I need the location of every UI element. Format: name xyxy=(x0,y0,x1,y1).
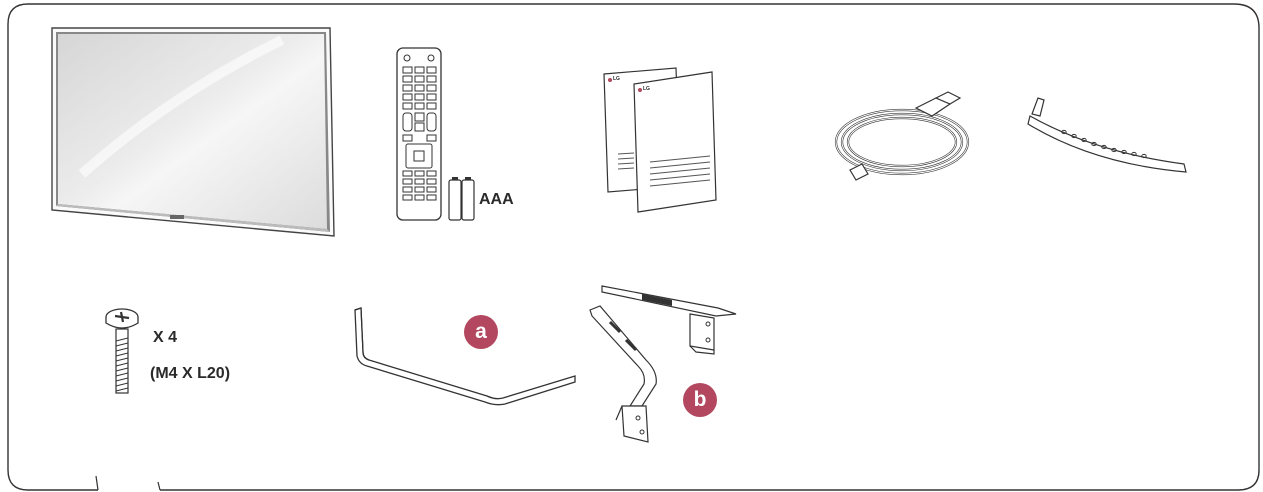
stand-body-icon xyxy=(586,280,746,450)
screw-spec-label: (M4 X L20) xyxy=(150,365,230,383)
remote-control-icon xyxy=(396,47,442,223)
power-cord-icon xyxy=(820,90,990,182)
part-b-badge: b xyxy=(683,383,717,417)
part-a-badge: a xyxy=(464,315,498,349)
battery-icon xyxy=(448,176,476,222)
cable-holder-icon xyxy=(1024,94,1190,178)
tv-icon xyxy=(42,24,340,244)
manual-icon xyxy=(600,66,744,216)
stand-base-icon xyxy=(345,300,581,410)
battery-type-label: AAA xyxy=(479,191,514,209)
screw-quantity-label: X 4 xyxy=(153,329,177,347)
screw-icon xyxy=(102,307,142,397)
manual-logo-text-front: LG xyxy=(643,86,650,92)
manual-logo-text: LG xyxy=(613,76,620,82)
